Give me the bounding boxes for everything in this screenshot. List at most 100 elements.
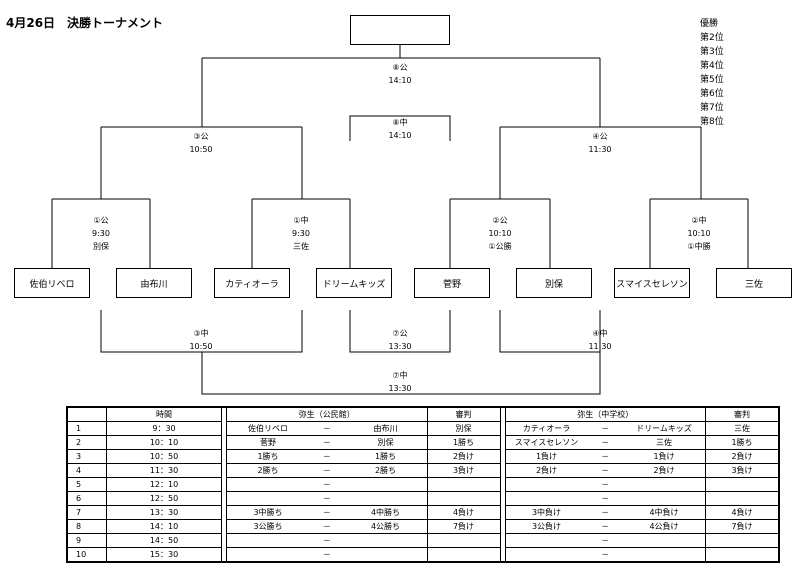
team-box: カティオーラ (214, 268, 290, 298)
row-dash: － (309, 435, 345, 450)
row-kominkan-team2 (344, 491, 428, 506)
row-kominkan-team2: 4中勝ち (344, 505, 428, 520)
row-time: 13：30 (106, 505, 222, 520)
row-referee: 1勝ち (426, 435, 501, 450)
row-number: 8 (66, 519, 107, 534)
row-kominkan-team1: 1勝ち (226, 449, 309, 464)
row-kominkan-team2: 1勝ち (344, 449, 428, 464)
row-dash: － (587, 463, 623, 478)
match-label-semi: ③公 10:50 (189, 132, 213, 154)
row-kominkan-team2: 2勝ち (344, 463, 428, 478)
row-time: 14：10 (106, 519, 222, 534)
row-dash: － (587, 477, 623, 492)
row-number: 6 (66, 491, 107, 506)
match-label-bottom: ③中 10:50 (189, 329, 213, 351)
row-referee: 2負け (426, 449, 501, 464)
row-referee2: 3負け (705, 463, 780, 478)
row-number: 5 (66, 477, 107, 492)
tournament-bracket-lines (51, 45, 749, 395)
header-referee2: 審判 (705, 406, 780, 422)
match-label-r1: ①公 9:30 別保 (92, 216, 110, 251)
rank-item: 第2位 (700, 33, 724, 43)
row-dash: － (587, 435, 623, 450)
row-referee (426, 547, 501, 563)
row-kominkan-team1: 3公勝ち (226, 519, 309, 534)
row-kominkan-team2 (344, 533, 428, 548)
row-kominkan-team1 (226, 547, 309, 563)
row-time: 12：10 (106, 477, 222, 492)
row-number: 3 (66, 449, 107, 464)
match-label-bottom: ⑦公 13:30 (388, 329, 412, 351)
row-dash: － (309, 519, 345, 534)
row-referee2: 1勝ち (705, 435, 780, 450)
row-referee2: 2負け (705, 449, 780, 464)
row-kominkan-team1: 3中勝ち (226, 505, 309, 520)
row-referee2 (705, 477, 780, 492)
row-school-team2: 1負け (623, 449, 706, 464)
match-label-final: ⑧公 14:10 (388, 63, 412, 85)
row-school-team1: 3中負け (504, 505, 588, 520)
match-label-semi: ④公 11:30 (588, 132, 612, 154)
rank-item: 第3位 (700, 47, 724, 57)
row-school-team1: 3公負け (504, 519, 588, 534)
row-school-team2: 4公負け (623, 519, 706, 534)
row-time: 14：50 (106, 533, 222, 548)
row-kominkan-team1 (226, 491, 309, 506)
rankings-list: 優勝 第2位 第3位 第4位 第5位 第6位 第7位 第8位 (700, 17, 724, 129)
row-kominkan-team2: 別保 (344, 435, 428, 450)
row-time: 15：30 (106, 547, 222, 563)
schedule-header-row: 時間 弥生（公民館） 審判 弥生（中学校） 審判 (66, 406, 780, 422)
rank-item: 第5位 (700, 75, 724, 85)
row-school-team2: ドリームキッズ (623, 421, 706, 436)
row-school-team1: スマイスセレソン (504, 435, 588, 450)
row-school-team2 (623, 547, 706, 563)
header-referee: 審判 (426, 406, 501, 422)
row-time: 12：50 (106, 491, 222, 506)
row-dash: － (309, 505, 345, 520)
row-referee2: 三佐 (705, 421, 780, 436)
row-dash: － (587, 547, 623, 563)
team-box: 三佐 (716, 268, 792, 298)
row-dash: － (309, 547, 345, 563)
row-referee (426, 533, 501, 548)
row-dash: － (587, 533, 623, 548)
row-school-team1: 2負け (504, 463, 588, 478)
row-kominkan-team1 (226, 477, 309, 492)
row-dash: － (587, 519, 623, 534)
row-number: 7 (66, 505, 107, 520)
team-box: 由布川 (116, 268, 192, 298)
row-referee2 (705, 547, 780, 563)
header-kominkan: 弥生（公民館） (226, 406, 428, 422)
row-kominkan-team2: 4公勝ち (344, 519, 428, 534)
row-school-team1: 1負け (504, 449, 588, 464)
row-school-team2 (623, 491, 706, 506)
rank-item: 第4位 (700, 61, 724, 71)
row-number: 9 (66, 533, 107, 548)
match-label-third: ⑧中 14:10 (388, 118, 412, 140)
row-number: 2 (66, 435, 107, 450)
row-school-team2: 2負け (623, 463, 706, 478)
row-school-team1 (504, 477, 588, 492)
header-school: 弥生（中学校） (504, 406, 706, 422)
row-number: 4 (66, 463, 107, 478)
row-dash: － (587, 421, 623, 436)
team-box: スマイスセレソン (614, 268, 690, 298)
row-dash: － (587, 449, 623, 464)
row-dash: － (309, 491, 345, 506)
team-box: 佐伯リベロ (14, 268, 90, 298)
rank-item: 第8位 (700, 117, 724, 127)
row-kominkan-team2: 由布川 (344, 421, 428, 436)
rank-item: 第6位 (700, 89, 724, 99)
row-referee: 4負け (426, 505, 501, 520)
row-dash: － (587, 491, 623, 506)
row-school-team1 (504, 533, 588, 548)
row-referee: 3負け (426, 463, 501, 478)
